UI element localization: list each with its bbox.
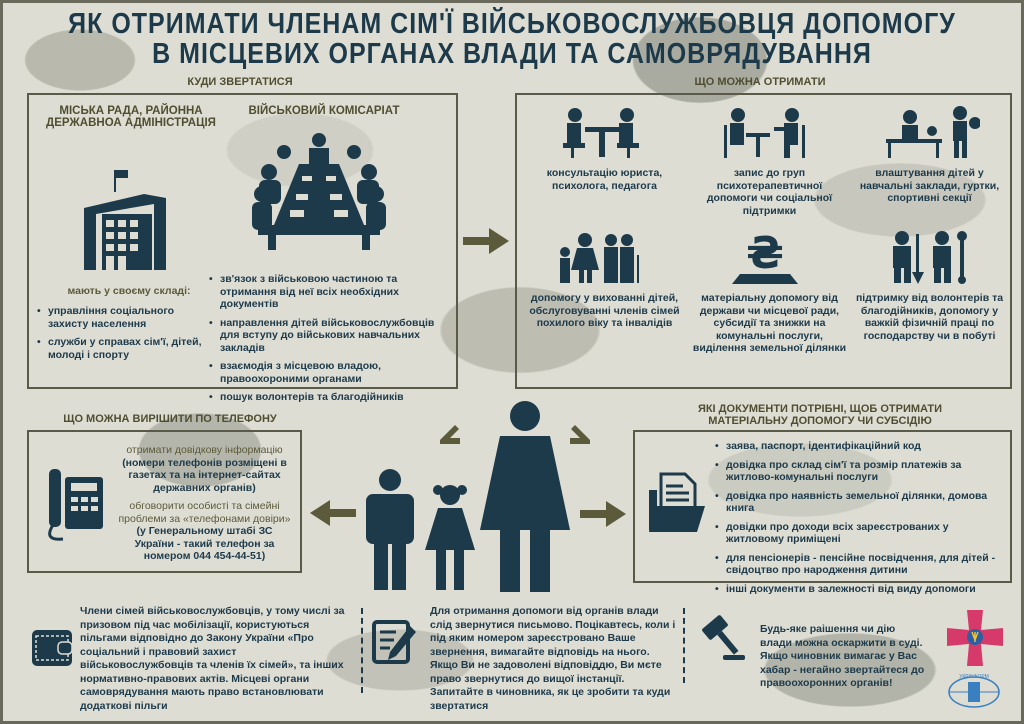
written-request-text: Для отримання допомоги від органів влади…: [430, 605, 676, 712]
consultation-icon: [562, 108, 639, 158]
ukrinform-logo: УКРІНФОРМ: [948, 674, 1000, 708]
get-item: запис до груп психотерапевтичної допомог…: [692, 105, 847, 217]
benefits-text: Члени сімей військовослужбовців, у тому …: [80, 605, 345, 712]
phone-info-label: отримати довідкову інформацію: [126, 444, 283, 456]
desk-phone-icon: [48, 469, 103, 541]
council-title-line1: МІСЬКА РАДА, РАЙОННА: [59, 105, 203, 117]
council-list: управління соціального захисту населення…: [37, 305, 217, 367]
docs-item: довідки про доходи всіх зареєстрованих у…: [715, 521, 1005, 546]
docs-item: довідка про наявність земельної ділянки,…: [715, 490, 1005, 515]
family-figures-icon: [366, 401, 626, 592]
page-title-line2: В МІСЦЕВИХ ОРГАНАХ ВЛАДИ ТА САМОВРЯДУВАН…: [152, 37, 872, 71]
arrow-up-left-icon: [440, 425, 460, 444]
council-title-line2: ДЕРЖАВНОА АДМІНІСТРАЦІЯ: [46, 117, 216, 129]
get-heading: ЩО МОЖНА ОТРИМАТИ: [694, 76, 826, 88]
arrow-right-icon: [463, 228, 509, 254]
get-item-label: влаштування дітей у навчальні заклади, г…: [859, 167, 1000, 204]
wallet-icon: [32, 630, 73, 666]
phone-text: отримати довідкову інформацію (номери те…: [117, 444, 292, 563]
phone-heading: ЩО МОЖНА ВИРІШИТИ ПО ТЕЛЕФОНУ: [63, 413, 277, 425]
get-item-label: підтримку від волонтерів та благодійникі…: [855, 292, 1004, 342]
docs-item: для пенсіонерів - пенсійне посвідчення, …: [715, 552, 1005, 577]
get-item: консультацію юриста, психолога, педагога: [527, 105, 682, 192]
military-list: зв'язок з військовою частиною та отриман…: [209, 273, 454, 410]
phone-trust-detail: (у Генеральному штабі ЗС України - такий…: [134, 525, 275, 562]
get-box: консультацію юриста, психолога, педагога…: [515, 93, 1012, 389]
docs-item: довідка про склад сім'ї та розмір платеж…: [715, 459, 1005, 484]
arrow-left-icon: [310, 500, 356, 526]
military-item: пошук волонтерів та благодійників: [209, 391, 454, 404]
document-folder-icon: [649, 472, 705, 532]
get-item: допомогу у вихованні дітей, обслуговуван…: [527, 230, 682, 330]
school-sports-icon: [885, 106, 980, 158]
docs-heading-line2: МАТЕРІАЛЬНУ ДОПОМОГУ ЧИ СУБСІДІЮ: [708, 415, 932, 427]
military-title: ВІЙСЬКОВИЙ КОМІСАРІАТ: [248, 105, 400, 117]
family-care-icon: [559, 233, 639, 283]
armed-forces-emblem-icon: [947, 610, 1003, 666]
council-item: управління соціального захисту населення: [37, 305, 217, 330]
docs-heading-line1: ЯКІ ДОКУМЕНТИ ПОТРІБНІ, ЩОБ ОТРИМАТИ: [697, 403, 943, 415]
get-item: влаштування дітей у навчальні заклади, г…: [852, 105, 1007, 205]
docs-list: заява, паспорт, ідентифікаційний код дов…: [715, 440, 1005, 601]
get-item-label: запис до груп психотерапевтичної допомог…: [706, 167, 833, 217]
get-item-label: матеріальну допомогу від держави чи місц…: [692, 292, 847, 354]
document-pencil-icon: [372, 620, 416, 664]
docs-item: заява, паспорт, ідентифікаційний код: [715, 440, 1005, 453]
divider: [361, 608, 363, 693]
hryvnia-money-icon: ₴: [731, 230, 798, 284]
group-therapy-icon: [723, 108, 805, 158]
logo-text: УКРІНФОРМ: [959, 674, 989, 680]
military-item: взаємодія з місцевою владою, правоохорон…: [209, 360, 454, 385]
city-hall-building-icon: [84, 170, 166, 270]
court-appeal-text: Будь-яке раішення чи дію влади можна оск…: [760, 623, 925, 689]
docs-item: інші документи в залежності від виду доп…: [715, 583, 1005, 596]
council-subtitle: мають у своєму складі:: [67, 285, 191, 297]
military-item: направлення дітей військовослужбовців дл…: [209, 317, 454, 355]
divider: [683, 608, 685, 683]
volunteer-tools-icon: [892, 231, 967, 284]
page-title-line1: ЯК ОТРИМАТИ ЧЛЕНАМ СІМ'Ї ВІЙСЬКОВОСЛУЖБО…: [68, 7, 956, 41]
council-item: служби у справах сім'ї, дітей, молоді і …: [37, 336, 217, 361]
military-item: зв'язок з військовою частиною та отриман…: [209, 273, 454, 311]
svg-text:₴: ₴: [746, 230, 784, 279]
gavel-icon: [702, 615, 745, 660]
where-heading: КУДИ ЗВЕРТАТИСЯ: [187, 76, 293, 88]
get-item-label: консультацію юриста, психолога, педагога: [546, 167, 663, 192]
meeting-table-icon: [252, 133, 386, 250]
get-item: ₴ матеріальну допомогу від держави чи міс…: [692, 230, 847, 355]
phone-info-detail: (номери телефонів розміщені в газетах та…: [122, 456, 287, 494]
phone-trust-label: обговорити особисті та сімейні проблеми …: [118, 500, 291, 525]
phone-box: отримати довідкову інформацію (номери те…: [27, 430, 302, 573]
docs-box: заява, паспорт, ідентифікаційний код дов…: [633, 430, 1012, 595]
get-item: підтримку від волонтерів та благодійникі…: [852, 230, 1007, 342]
get-item-label: допомогу у вихованні дітей, обслуговуван…: [529, 292, 680, 329]
